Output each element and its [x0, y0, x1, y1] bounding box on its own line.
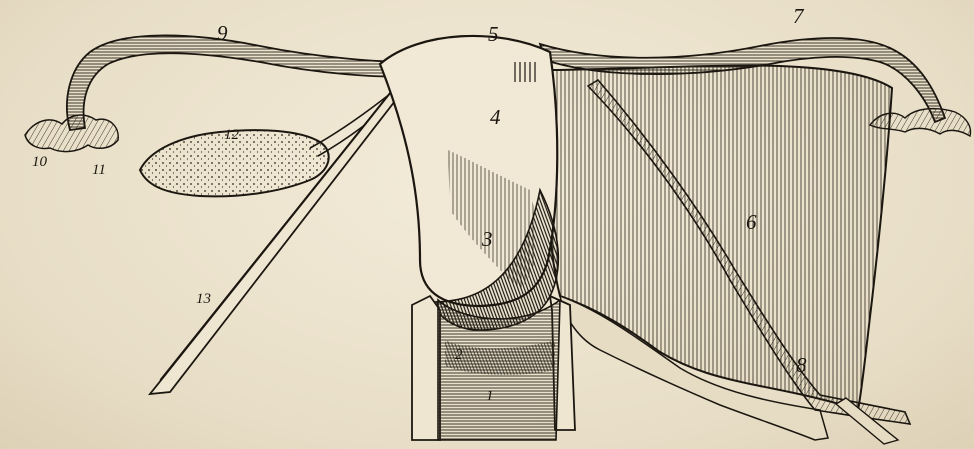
label-11: 11: [92, 162, 106, 178]
label-7: 7: [793, 4, 805, 28]
label-1: 1: [486, 388, 494, 404]
label-2: 2: [455, 347, 463, 363]
label-9: 9: [217, 21, 228, 45]
left-fimbriae: [25, 115, 118, 151]
uterus-body: [380, 36, 558, 330]
left-fallopian-tube: [67, 35, 410, 130]
label-3: 3: [481, 227, 493, 251]
label-13: 13: [196, 291, 211, 307]
label-10: 10: [32, 154, 48, 170]
label-12: 12: [224, 127, 240, 143]
label-8: 8: [796, 353, 807, 377]
suspensory-band: [150, 62, 422, 394]
label-4: 4: [490, 105, 501, 129]
label-5: 5: [488, 22, 499, 46]
label-6: 6: [746, 210, 757, 234]
